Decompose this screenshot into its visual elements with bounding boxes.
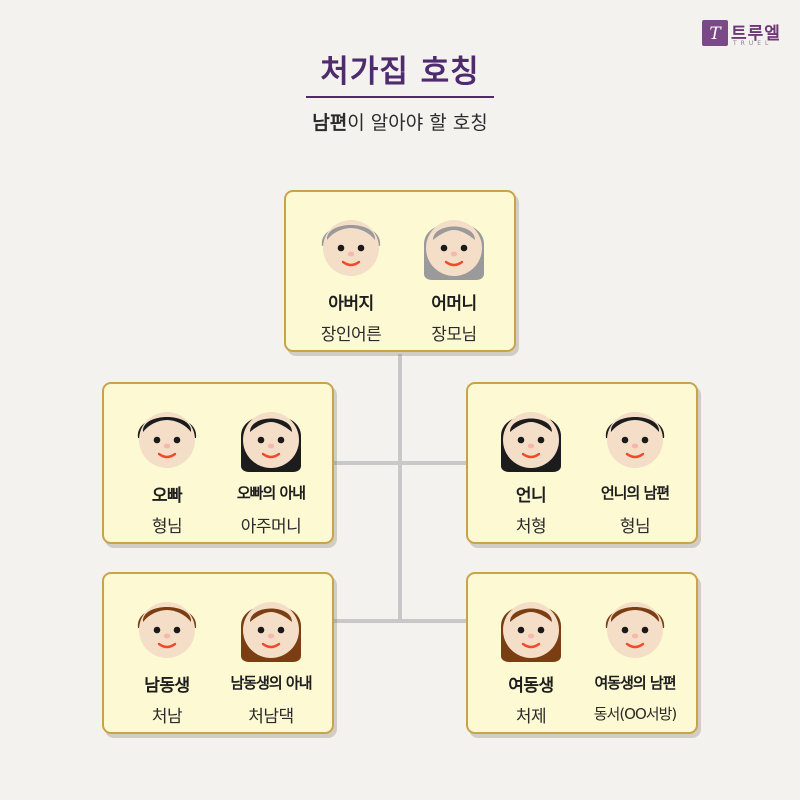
person-name: 남동생의 아내 <box>230 674 312 692</box>
person-title: 아주머니 <box>240 517 302 537</box>
card-older-sister: 언니 언니의 남편 처형 형님 <box>466 382 698 544</box>
person-name: 여동생의 남편 <box>594 674 676 692</box>
card-older-brother: 오빠 오빠의 아내 형님 아주머니 <box>102 382 334 544</box>
person-name: 언니 <box>515 486 547 506</box>
brand-name: 트루엘 <box>731 24 781 44</box>
face-icon <box>241 602 301 662</box>
svg-text:T: T <box>709 24 722 44</box>
person-title: 처남댁 <box>248 707 294 727</box>
person-title: 처남 <box>151 707 183 727</box>
face-icon <box>137 602 197 658</box>
subtitle-rest: 이 알아야 할 호칭 <box>347 112 488 134</box>
person-name: 오빠의 아내 <box>236 484 306 502</box>
person-title: 처형 <box>515 517 547 537</box>
face-icon <box>424 220 484 280</box>
person-title: 형님 <box>619 517 651 537</box>
person-title: 동서(OO서방) <box>593 705 678 723</box>
title-underline <box>306 96 494 98</box>
person-name: 여동생 <box>508 676 554 696</box>
brand-sub: TRUEL <box>733 40 773 47</box>
face-icon <box>501 602 561 662</box>
person-title: 처제 <box>515 707 547 727</box>
person-name: 오빠 <box>151 486 183 506</box>
page-subtitle: 남편이 알아야 할 호칭 <box>0 108 800 135</box>
person-name: 아버지 <box>328 294 374 314</box>
person-name: 언니의 남편 <box>600 484 670 502</box>
face-icon <box>241 412 301 472</box>
face-icon <box>137 412 197 468</box>
person-title: 장모님 <box>431 325 477 345</box>
face-icon <box>321 220 381 276</box>
subtitle-strong: 남편 <box>312 112 348 134</box>
face-icon <box>605 602 665 658</box>
person-title: 형님 <box>151 517 183 537</box>
page-title: 처가집 호칭 <box>320 54 480 90</box>
person-name: 어머니 <box>431 294 477 314</box>
card-younger-sister: 여동생 여동생의 남편 처제 동서(OO서방) <box>466 572 698 734</box>
brand-mark-icon: T <box>702 20 728 46</box>
person-name: 남동생 <box>144 676 190 696</box>
face-icon <box>501 412 561 472</box>
face-icon <box>605 412 665 468</box>
card-younger-brother: 남동생 남동생의 아내 처남 처남댁 <box>102 572 334 734</box>
person-title: 장인어른 <box>320 325 382 345</box>
card-parents: 아버지 어머니 장인어른 장모님 <box>284 190 516 352</box>
brand-logo: T 트루엘 TRUEL <box>702 20 780 50</box>
